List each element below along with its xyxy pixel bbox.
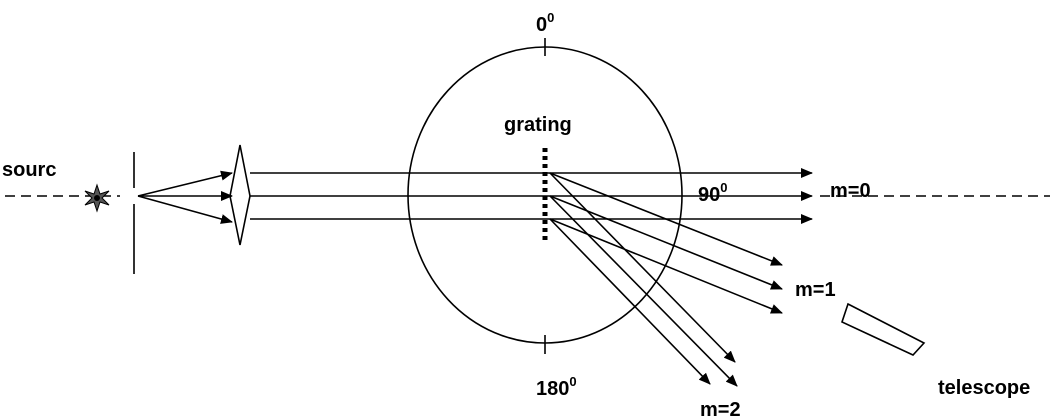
angle-bottom-label: 1800 (536, 374, 577, 400)
diverging-ray-lower (137, 195, 233, 224)
telescope-label: telescope (938, 377, 1030, 399)
order1-ray-a (549, 172, 783, 266)
angle-top-label: 00 (536, 10, 554, 36)
order2-ray-b (549, 195, 738, 387)
light-source-icon (84, 183, 110, 213)
collimating-lens (229, 144, 251, 246)
order1-ray-c (549, 218, 783, 314)
angle-right-label: 900 (698, 180, 727, 206)
order2-ray-a (549, 172, 736, 363)
order1-ray-b (549, 195, 783, 290)
order2-ray-c (549, 218, 711, 385)
order-0-label: m=0 (830, 180, 871, 202)
spectrometer-circle (407, 46, 683, 344)
source-label: sourc (2, 159, 56, 181)
grating-label: grating (504, 114, 572, 136)
order-1-label: m=1 (795, 279, 836, 301)
telescope-icon (841, 302, 926, 356)
order-2-label: m=2 (700, 399, 741, 419)
diverging-ray-upper (137, 170, 233, 197)
